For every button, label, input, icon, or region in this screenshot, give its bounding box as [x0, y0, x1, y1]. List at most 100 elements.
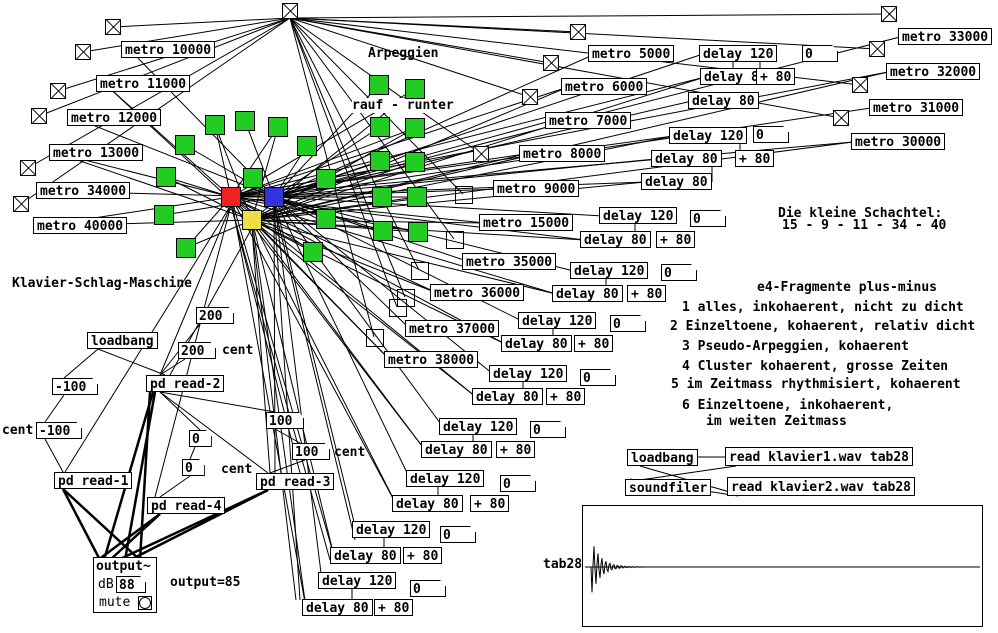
delay-120[interactable]: delay 120 — [599, 207, 678, 224]
note-bang-blue[interactable] — [264, 187, 284, 207]
metro-32000[interactable]: metro 32000 — [886, 63, 981, 80]
loadbang-read[interactable]: loadbang — [627, 449, 698, 466]
note-bang-green[interactable] — [154, 205, 174, 225]
toggle-metro-7000[interactable] — [522, 89, 538, 105]
note-bang-green[interactable] — [316, 169, 336, 189]
number-200-b[interactable]: 200 — [178, 342, 216, 359]
plus-80[interactable]: + 80 — [496, 441, 536, 458]
delay-120[interactable]: delay 120 — [439, 418, 518, 435]
bang-metro-9000[interactable] — [455, 186, 473, 204]
plus-80[interactable]: + 80 — [546, 388, 586, 405]
number-100-b[interactable]: 100 — [292, 443, 330, 460]
note-bang-green[interactable] — [405, 152, 425, 172]
metro-36000[interactable]: metro 36000 — [430, 284, 525, 301]
note-bang-green[interactable] — [205, 115, 225, 135]
delay-80[interactable]: delay 80 — [421, 441, 492, 458]
note-bang-green[interactable] — [405, 79, 425, 99]
delay-80[interactable]: delay 80 — [641, 173, 712, 190]
toggle-metro-13000[interactable] — [31, 108, 47, 124]
toggle-metro-31000[interactable] — [852, 77, 868, 93]
loadbang-main[interactable]: loadbang — [87, 332, 158, 349]
note-bang-green[interactable] — [370, 151, 390, 171]
number-100-a[interactable]: 100 — [266, 412, 304, 429]
toggle-metro-10000[interactable] — [105, 19, 121, 35]
toggle-master[interactable] — [282, 3, 298, 19]
delay-120[interactable]: delay 120 — [318, 572, 397, 589]
toggle-metro-40000[interactable] — [13, 196, 29, 212]
toggle-metro-30000[interactable] — [833, 110, 849, 126]
db-number[interactable]: 88 — [116, 576, 146, 593]
delay-80[interactable]: delay 80 — [651, 150, 722, 167]
note-bang-green[interactable] — [408, 222, 428, 242]
number-minus-100-b[interactable]: -100 — [36, 422, 82, 439]
note-bang-red[interactable] — [221, 187, 241, 207]
delay-80[interactable]: delay 80 — [552, 285, 623, 302]
metro-12000[interactable]: metro 12000 — [67, 109, 162, 126]
note-bang-green[interactable] — [373, 221, 393, 241]
note-bang-green[interactable] — [407, 187, 427, 207]
plus-80[interactable]: + 80 — [735, 150, 775, 167]
plus-80[interactable]: + 80 — [627, 285, 667, 302]
delay-number-0[interactable]: 0 — [753, 126, 789, 143]
note-bang-green[interactable] — [297, 136, 317, 156]
delay-80[interactable]: delay 80 — [392, 495, 463, 512]
note-bang-green[interactable] — [369, 75, 389, 95]
pd-read-2[interactable]: pd read-2 — [146, 375, 225, 392]
pd-read-3[interactable]: pd read-3 — [256, 473, 335, 490]
toggle-metro-12000[interactable] — [50, 83, 66, 99]
metro-15000[interactable]: metro 15000 — [479, 214, 574, 231]
delay-120[interactable]: delay 120 — [489, 365, 568, 382]
plus-80[interactable]: + 80 — [470, 495, 510, 512]
metro-30000[interactable]: metro 30000 — [851, 133, 946, 150]
mute-toggle[interactable] — [138, 596, 152, 610]
plus-80[interactable]: + 80 — [374, 599, 414, 616]
toggle-metro-5000[interactable] — [570, 24, 586, 40]
delay-number-0[interactable]: 0 — [500, 475, 536, 492]
note-bang-green[interactable] — [176, 238, 196, 258]
note-bang-green[interactable] — [372, 187, 392, 207]
bang-metro-38000[interactable] — [366, 329, 384, 347]
delay-120[interactable]: delay 120 — [570, 262, 649, 279]
delay-number-0[interactable]: 0 — [580, 369, 616, 386]
delay-number-0[interactable]: 0 — [690, 210, 726, 227]
delay-120[interactable]: delay 120 — [669, 127, 748, 144]
metro-9000[interactable]: metro 9000 — [493, 180, 580, 197]
plus-80[interactable]: + 80 — [574, 335, 614, 352]
note-bang-green[interactable] — [370, 117, 390, 137]
plus-80[interactable]: + 80 — [756, 68, 796, 85]
metro-10000[interactable]: metro 10000 — [121, 41, 216, 58]
metro-38000[interactable]: metro 38000 — [384, 351, 479, 368]
array-graph-tab28[interactable] — [582, 505, 983, 627]
toggle-metro-8000[interactable] — [473, 146, 489, 162]
metro-8000[interactable]: metro 8000 — [519, 145, 606, 162]
delay-80[interactable]: delay 80 — [302, 599, 373, 616]
msg-read-klavier2[interactable]: read klavier2.wav tab28 — [727, 477, 916, 496]
note-bang-green[interactable] — [303, 242, 323, 262]
delay-120[interactable]: delay 120 — [699, 45, 778, 62]
metro-40000[interactable]: metro 40000 — [33, 217, 128, 234]
number-minus-100-a[interactable]: -100 — [52, 378, 98, 395]
delay-80[interactable]: delay 80 — [330, 547, 401, 564]
delay-120[interactable]: delay 120 — [406, 470, 485, 487]
delay-120[interactable]: delay 120 — [518, 312, 597, 329]
delay-number-0[interactable]: 0 — [802, 45, 838, 62]
delay-number-0[interactable]: 0 — [410, 580, 446, 597]
toggle-metro-33000[interactable] — [881, 6, 897, 22]
metro-13000[interactable]: metro 13000 — [49, 144, 144, 161]
pd-read-1[interactable]: pd read-1 — [54, 472, 133, 489]
note-bang-green[interactable] — [156, 167, 176, 187]
soundfiler[interactable]: soundfiler — [625, 479, 712, 496]
toggle-metro-6000[interactable] — [543, 55, 559, 71]
delay-number-0[interactable]: 0 — [440, 526, 476, 543]
number-0-a[interactable]: 0 — [189, 430, 212, 447]
metro-35000[interactable]: metro 35000 — [462, 253, 557, 270]
note-bang-yellow[interactable] — [242, 210, 262, 230]
bang-metro-35000[interactable] — [411, 262, 429, 280]
note-bang-green[interactable] — [268, 117, 288, 137]
metro-34000[interactable]: metro 34000 — [36, 182, 131, 199]
metro-37000[interactable]: metro 37000 — [405, 320, 500, 337]
msg-read-klavier1[interactable]: read klavier1.wav tab28 — [725, 447, 914, 466]
delay-120[interactable]: delay 120 — [352, 521, 431, 538]
delay-number-0[interactable]: 0 — [610, 315, 646, 332]
